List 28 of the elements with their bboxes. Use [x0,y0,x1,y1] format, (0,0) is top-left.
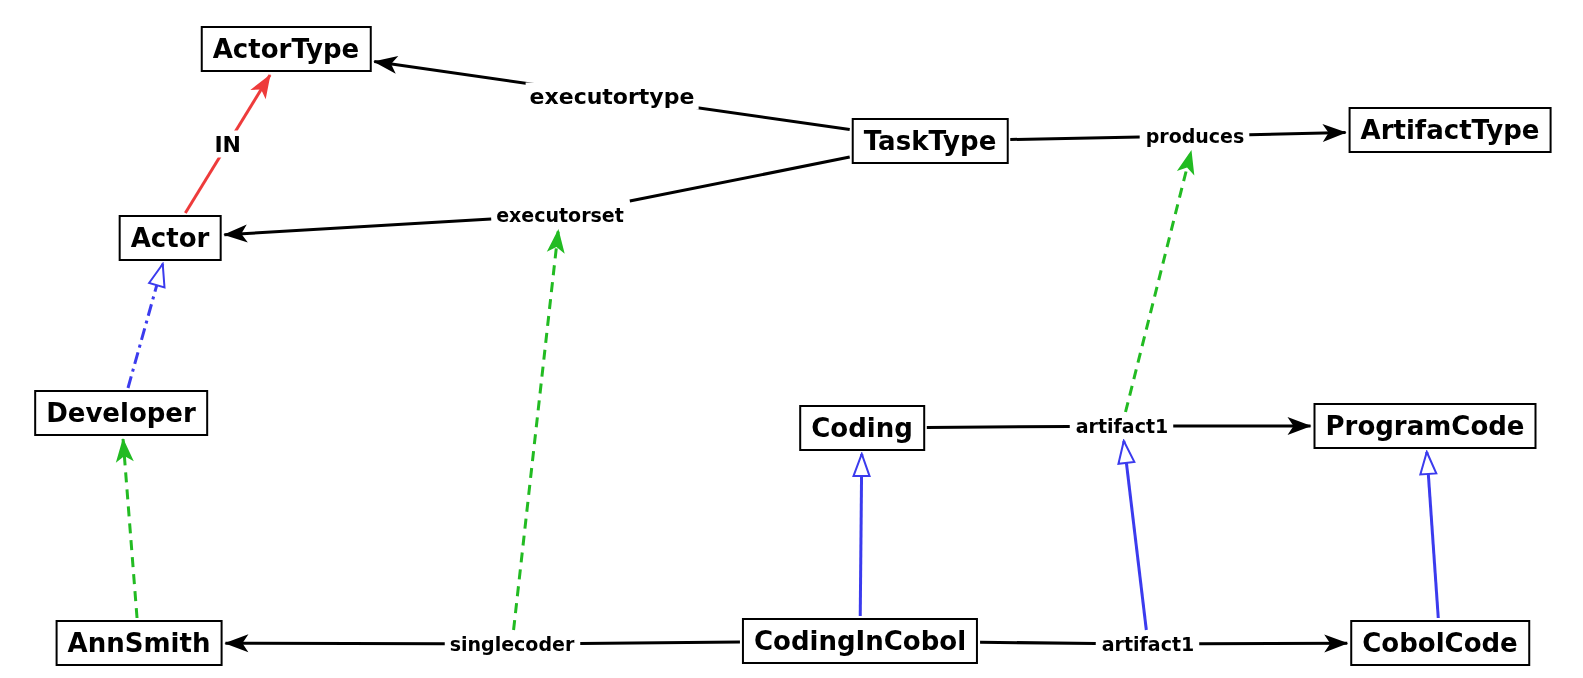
arrow [1117,440,1148,631]
arrow [115,438,139,619]
connector-line [926,424,1070,429]
arrow [1124,150,1195,413]
class-box: TaskType [851,118,1009,164]
class-box: Developer [34,390,208,436]
arrow [512,229,565,631]
class-box: CodingInCobol [741,618,979,664]
arrow [1173,417,1312,435]
class-box: Actor [118,215,222,261]
edge-label: executortype [525,82,699,110]
class-box: ProgramCode [1313,403,1537,449]
arrow [1199,634,1349,653]
arrow [223,217,492,243]
arrow [126,263,166,389]
connector-line [1010,135,1140,141]
class-box: ArtifactType [1348,107,1552,153]
arrow [1249,124,1347,142]
class-box: Coding [799,405,925,451]
connector-line [580,640,740,645]
arrow [224,634,445,653]
arrow [852,453,871,616]
connector-line [980,640,1096,645]
arrow [1419,451,1440,619]
connector-line [629,155,851,203]
class-box: ActorType [200,26,372,72]
class-box: CobolCode [1350,620,1530,666]
class-box: AnnSmith [55,620,223,666]
